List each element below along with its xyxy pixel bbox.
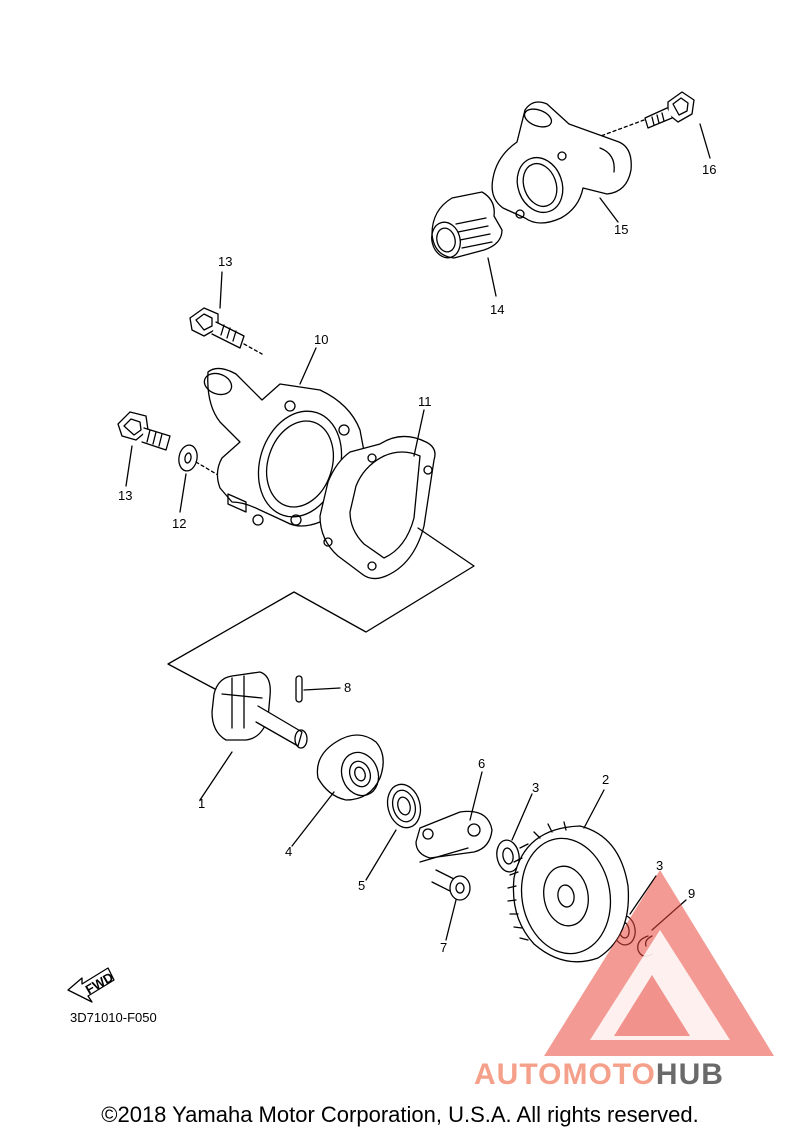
pin-8 (295, 675, 341, 703)
plate-6 (415, 771, 493, 863)
bearing-5 (365, 783, 422, 881)
screw-7 (431, 869, 471, 941)
washer-3a (496, 793, 533, 873)
watermark-logo (544, 870, 774, 1056)
part-number-labels: 1 2 3 3 4 5 6 7 8 9 10 11 12 13 13 14 15… (118, 162, 716, 955)
fwd-arrow (67, 967, 115, 1003)
label-part-14: 14 (490, 302, 504, 317)
label-part-7: 7 (440, 940, 447, 955)
thermostat-cover-15 (491, 101, 632, 224)
impeller-shaft-1 (199, 671, 308, 801)
label-part-3b: 3 (656, 858, 663, 873)
label-part-13-top: 13 (218, 254, 232, 269)
label-part-10: 10 (314, 332, 328, 347)
label-part-16: 16 (702, 162, 716, 177)
label-part-2: 2 (602, 772, 609, 787)
copyright-notice: ©2018 Yamaha Motor Corporation, U.S.A. A… (101, 1102, 699, 1127)
label-part-6: 6 (478, 756, 485, 771)
thermostat-14 (431, 191, 503, 297)
assembly-line (167, 527, 475, 697)
oil-seal-4 (291, 734, 384, 847)
watermark-text: AUTOMOTOHUB (474, 1058, 724, 1092)
label-part-4: 4 (285, 844, 292, 859)
label-part-9: 9 (688, 886, 695, 901)
label-part-1: 1 (198, 796, 205, 811)
bolt-13-top (189, 271, 263, 355)
gasket-11 (319, 409, 436, 580)
label-part-5: 5 (358, 878, 365, 893)
label-part-8: 8 (344, 680, 351, 695)
label-part-12: 12 (172, 516, 186, 531)
gear-2 (507, 789, 630, 963)
label-part-13-left: 13 (118, 488, 132, 503)
label-part-3a: 3 (532, 780, 539, 795)
watermark-text-part1: AUTOMOTO (474, 1058, 656, 1091)
bolt-13-left (117, 411, 171, 487)
label-part-15: 15 (614, 222, 628, 237)
bolt-16 (589, 91, 711, 159)
label-part-11: 11 (418, 394, 432, 409)
watermark-text-part2: HUB (655, 1058, 724, 1091)
reference-code: 3D71010-F050 (70, 1010, 157, 1025)
